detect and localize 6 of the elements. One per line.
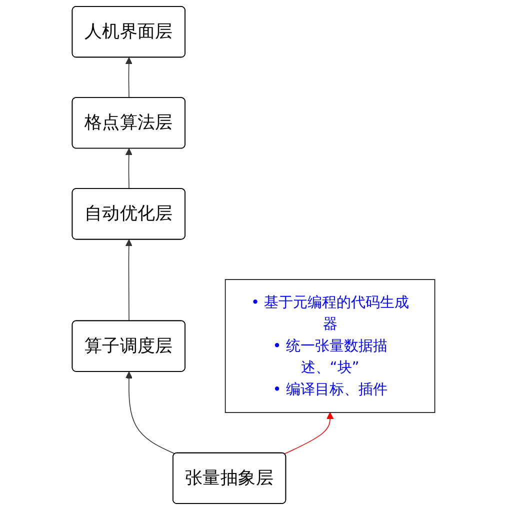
arrow xyxy=(284,412,334,454)
arrow xyxy=(125,372,176,454)
node-box: • 基于元编程的代码生成器 • 统一张量数据描述、“块” • 编译目标、插件 xyxy=(224,279,436,413)
arrow xyxy=(125,239,132,322)
arrow xyxy=(125,148,132,190)
arrow xyxy=(125,57,132,98)
